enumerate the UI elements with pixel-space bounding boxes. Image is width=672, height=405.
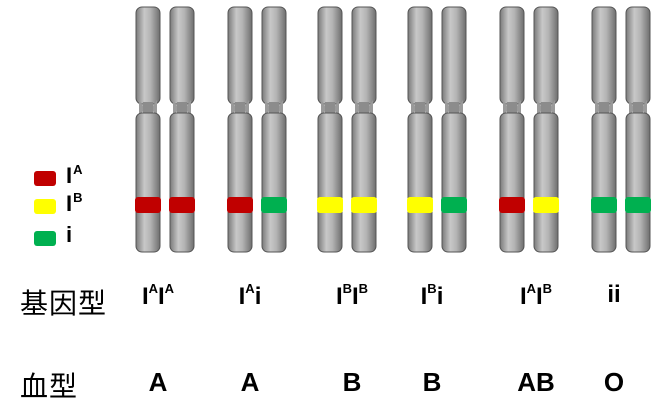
allele-band — [591, 197, 617, 213]
chromosome — [499, 6, 525, 253]
chromosome — [407, 6, 433, 253]
genotype-label: ii — [607, 281, 621, 308]
chromosome — [441, 6, 467, 253]
legend-swatch — [34, 171, 56, 186]
chromosome — [135, 6, 161, 253]
allele-band — [351, 197, 377, 213]
blood-type-label: A — [148, 367, 168, 397]
genotype-label: IAIB — [519, 281, 553, 310]
blood-type-label: AB — [517, 367, 555, 397]
legend-swatch — [34, 231, 56, 246]
genotype-label: IBIB — [335, 281, 369, 310]
allele-band — [169, 197, 195, 213]
chromosome — [625, 6, 651, 253]
allele-band — [407, 197, 433, 213]
blood-type-row-label: 血型 — [20, 370, 79, 403]
allele-band — [499, 197, 525, 213]
chromosome — [591, 6, 617, 253]
blood-type-label: B — [422, 367, 442, 397]
allele-band — [441, 197, 467, 213]
allele-band — [533, 197, 559, 213]
chromosome — [533, 6, 559, 253]
legend-label: i — [66, 222, 73, 247]
legend-label: IA — [66, 162, 83, 188]
allele-band — [227, 197, 253, 213]
genotype-label: IAi — [238, 281, 262, 310]
blood-type-label: A — [240, 367, 260, 397]
allele-band — [625, 197, 651, 213]
chromosome — [261, 6, 287, 253]
allele-band — [317, 197, 343, 213]
legend-swatch — [34, 199, 56, 214]
genotype-row-label: 基因型 — [20, 287, 108, 320]
chromosome — [227, 6, 253, 253]
allele-band — [135, 197, 161, 213]
blood-type-label: B — [342, 367, 362, 397]
chromosome — [169, 6, 195, 253]
blood-type-label: O — [603, 367, 625, 397]
chromosome — [351, 6, 377, 253]
chromosome — [317, 6, 343, 253]
allele-band — [261, 197, 287, 213]
genotype-label: IAIA — [141, 281, 175, 310]
legend-label: IB — [66, 190, 83, 216]
genotype-label: IBi — [420, 281, 444, 310]
